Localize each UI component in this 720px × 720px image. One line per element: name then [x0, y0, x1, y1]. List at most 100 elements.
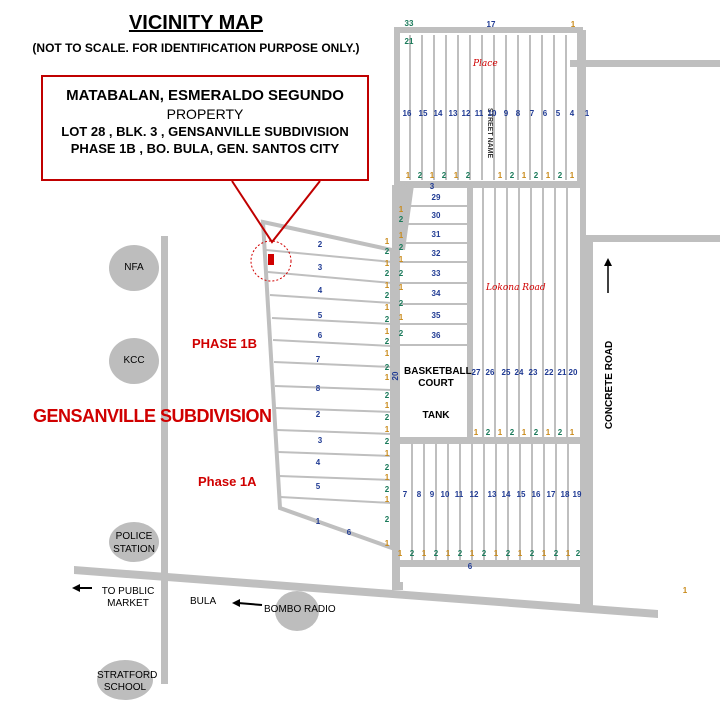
- lot-marker: 2: [434, 549, 439, 558]
- kcc-label: KCC: [123, 355, 145, 366]
- lot-number-right-row: 24: [515, 368, 524, 377]
- lot-marker: 1: [385, 259, 390, 268]
- lot-marker: 1: [399, 205, 404, 214]
- lot-marker: 1: [542, 549, 547, 558]
- lot-marker: 2: [385, 485, 390, 494]
- lot-marker: 1: [446, 549, 451, 558]
- lot-marker: 1: [518, 549, 523, 558]
- phase-1b-label: PHASE 1B: [192, 336, 258, 351]
- vertical-road-west: [161, 236, 168, 684]
- lot-marker: 2: [510, 171, 515, 180]
- basketball-court-label: BASKETBALL COURT: [404, 366, 472, 389]
- east-road: [580, 30, 586, 610]
- map-subtitle: (NOT TO SCALE. FOR IDENTIFICATION PURPOS…: [32, 41, 360, 55]
- lot-marker: 2: [558, 171, 563, 180]
- phase-1a-label: Phase 1A: [198, 474, 257, 489]
- concrete-road-label: CONCRETE ROAD: [604, 340, 615, 430]
- bula-label: BULA: [190, 596, 217, 607]
- lot-marker: 2: [385, 463, 390, 472]
- lot-marker: 1: [385, 373, 390, 382]
- connector-wedge: [398, 185, 414, 250]
- lot-marker: 1: [498, 428, 503, 437]
- road-row-185: [397, 181, 583, 188]
- callout-pointer: [231, 180, 321, 244]
- lot-number-road: 1: [683, 586, 688, 595]
- bottom-block-lot-lines: [411, 444, 569, 560]
- lot-number-bottom-row: 13: [488, 490, 497, 499]
- lot-number-corner: 1: [571, 20, 576, 29]
- lot-marker: 2: [442, 171, 447, 180]
- lot-number-phase1a: 1: [316, 517, 321, 526]
- lot-marker: 2: [506, 549, 511, 558]
- lot-number-phase1a: 2: [316, 410, 321, 419]
- lot-marker: 2: [510, 428, 515, 437]
- lot-number-top-row: 12: [462, 109, 471, 118]
- lot-number-right-row: 26: [486, 368, 495, 377]
- lot-marker: 2: [399, 215, 404, 224]
- lot-number-top-row: 8: [516, 109, 521, 118]
- west-phase-block: [260, 219, 394, 551]
- road-row-bottom: [397, 582, 403, 590]
- phase-location: PHASE 1B , BO. BULA, GEN. SANTOS CITY: [70, 141, 340, 156]
- lot-marker: 1: [566, 549, 571, 558]
- lot-marker: 1: [385, 327, 390, 336]
- lot-marker: 2: [399, 299, 404, 308]
- lot-marker: 1: [399, 255, 404, 264]
- nfa-oval: [109, 245, 159, 291]
- property-label: PROPERTY: [166, 106, 244, 122]
- lot-number-phase1a: 5: [316, 482, 321, 491]
- lot-number-bottom-row: 12: [470, 490, 479, 499]
- lot-marker: 2: [399, 329, 404, 338]
- lot-marker: 1: [422, 549, 427, 558]
- lot-number-bottom-row: 7: [403, 490, 408, 499]
- lot-number-top-row: 6: [543, 109, 548, 118]
- nfa-label: NFA: [124, 262, 144, 273]
- subdivision-label: GENSANVILLE SUBDIVISION: [33, 406, 272, 426]
- lot-number-bottom-row: 16: [532, 490, 541, 499]
- lot-number-road: 6: [468, 562, 473, 571]
- owner-name: MATABALAN, ESMERALDO SEGUNDO: [66, 87, 344, 104]
- to-market-arrow: [72, 584, 92, 592]
- concrete-road-vertical: [585, 235, 593, 610]
- lot-marker: 2: [534, 428, 539, 437]
- road-row-440: [397, 437, 583, 444]
- lot-number-block: 31: [432, 230, 441, 239]
- road-row-563: [397, 560, 583, 567]
- lot-marker: 2: [410, 549, 415, 558]
- lot-number-corner: 33: [405, 19, 414, 28]
- concrete-road-top-branch: [590, 235, 720, 242]
- lot-marker: 2: [458, 549, 463, 558]
- lot-marker: 2: [482, 549, 487, 558]
- lot-marker: 1: [470, 549, 475, 558]
- lot-number-phase1b: 4: [318, 286, 323, 295]
- lot-marker: 2: [558, 428, 563, 437]
- lot-number-top-row: 9: [504, 109, 509, 118]
- lot-number-block: 30: [432, 211, 441, 220]
- lot-number-road: 20: [391, 371, 400, 380]
- lot-number-corner: 21: [405, 37, 414, 46]
- lot-description: LOT 28 , BLK. 3 , GENSANVILLE SUBDIVISIO…: [61, 124, 349, 139]
- lot-marker: 1: [398, 549, 403, 558]
- lot-number-right-row: 20: [569, 368, 578, 377]
- lot-marker: 1: [430, 171, 435, 180]
- lot-number-top-row: 16: [403, 109, 412, 118]
- lot-number-phase1a: 6: [347, 528, 352, 537]
- bombo-radio-label: BOMBO RADIO: [264, 604, 336, 615]
- lot-marker: 2: [385, 363, 390, 372]
- lot-number-top-row: 13: [449, 109, 458, 118]
- lot-number-top-row: 15: [419, 109, 428, 118]
- lot-marker: 1: [570, 171, 575, 180]
- lot-number-phase1b: 5: [318, 311, 323, 320]
- lot-number-road: 3: [430, 182, 435, 191]
- lot-marker: 1: [399, 231, 404, 240]
- top-block-lot-lines: [409, 35, 567, 180]
- road-network: [74, 60, 720, 684]
- lot-marker: 2: [399, 243, 404, 252]
- lot-marker: 1: [546, 428, 551, 437]
- lot-marker: 1: [494, 549, 499, 558]
- lot-marker: 1: [385, 401, 390, 410]
- lot-number-top-row: 14: [434, 109, 443, 118]
- lot-marker: 1: [385, 237, 390, 246]
- lot-marker: 2: [530, 549, 535, 558]
